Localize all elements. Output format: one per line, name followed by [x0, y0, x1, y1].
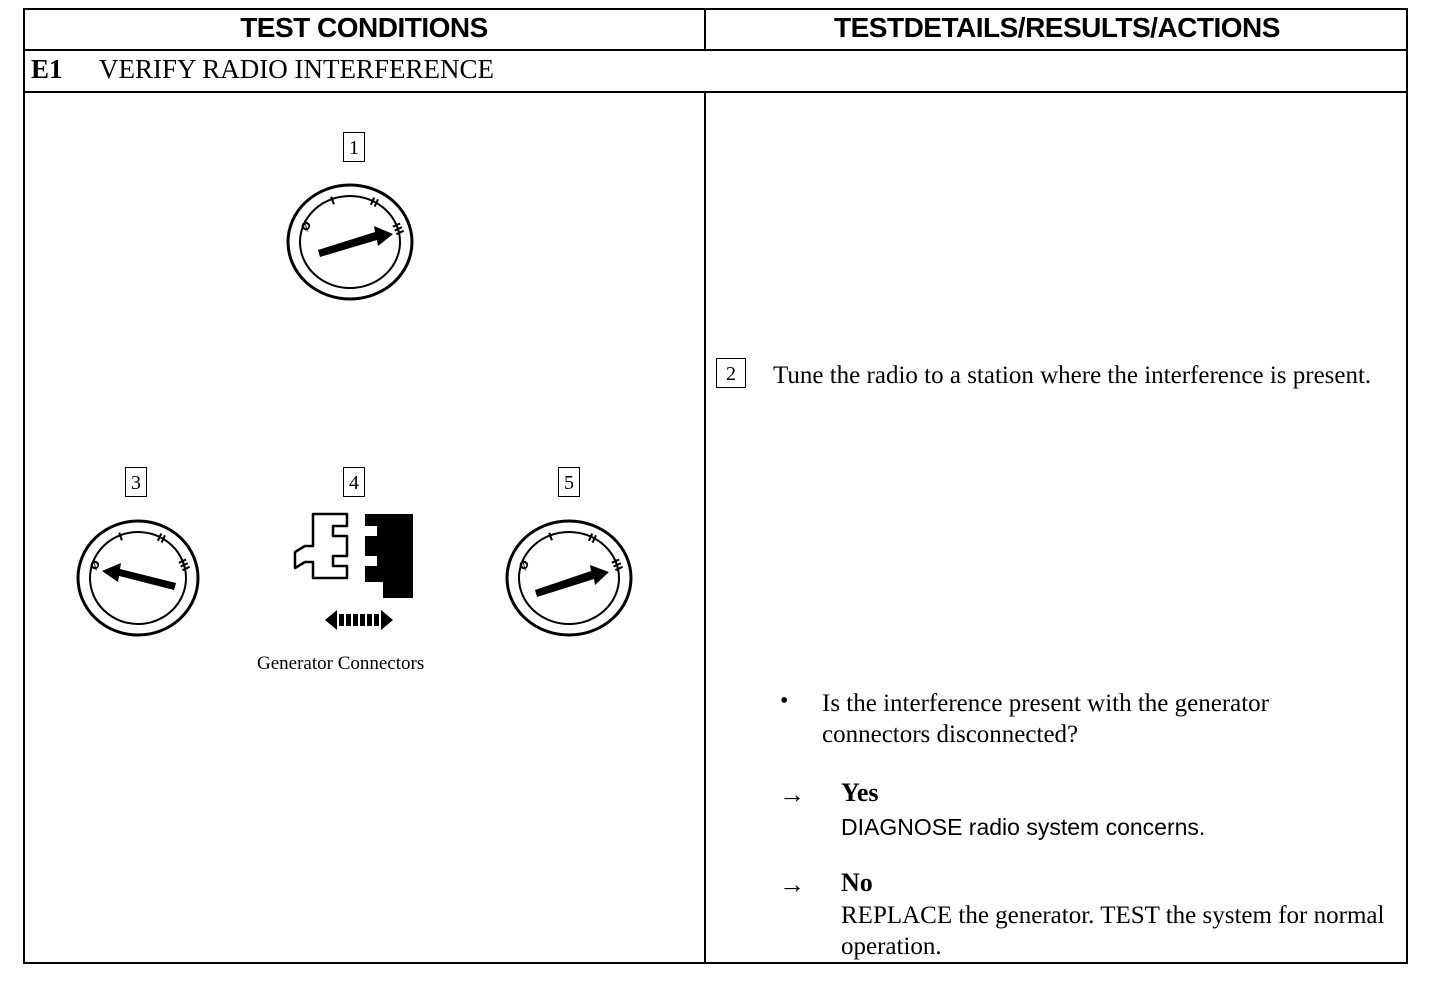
step-number-3: 3	[125, 467, 147, 497]
header-test-details: TESTDETAILS/RESULTS/ACTIONS	[834, 12, 1280, 43]
yes-label: Yes	[841, 778, 879, 807]
ignition-switch-run-icon: Ø I II III	[505, 519, 633, 637]
generator-connectors-caption: Generator Connectors	[257, 653, 425, 674]
step-number-2: 2	[716, 358, 746, 388]
bullet: •	[780, 688, 789, 714]
dial-label-two: II	[368, 195, 381, 210]
header-divider	[23, 49, 1408, 51]
step-number-1: 1	[343, 132, 365, 162]
dial-label-one: I	[329, 194, 337, 208]
test-title: VERIFY RADIO INTERFERENCE	[99, 54, 494, 84]
dial-label-three: III	[175, 557, 192, 574]
diagnostic-question: Is the interference present with the gen…	[822, 690, 1270, 748]
no-action: REPLACE the generator. TEST the system f…	[841, 902, 1385, 960]
header-test-conditions: TEST CONDITIONS	[240, 12, 488, 43]
dial-label-one: I	[117, 530, 125, 544]
test-id: E1	[31, 54, 63, 84]
title-divider	[23, 91, 1408, 93]
column-divider-top	[704, 8, 706, 51]
yes-arrow-icon: →	[779, 780, 805, 809]
dial-label-three: III	[389, 221, 406, 238]
column-divider	[704, 91, 706, 964]
dial-label-one: I	[547, 530, 555, 544]
yes-action: DIAGNOSE radio system concerns.	[841, 814, 1206, 840]
dial-label-two: II	[155, 531, 168, 546]
ignition-switch-off-icon: Ø I II III	[76, 519, 200, 637]
table-frame	[23, 8, 1408, 964]
generator-connectors-icon	[293, 512, 413, 630]
step-2-instruction: Tune the radio to a station where the in…	[773, 362, 1372, 389]
step-number-5: 5	[558, 467, 580, 497]
no-arrow-icon: →	[779, 870, 805, 899]
ignition-switch-run-icon: Ø I II III	[286, 183, 414, 301]
step-number-4: 4	[343, 467, 365, 497]
service-manual-page: TEST CONDITIONS TESTDETAILS/RESULTS/ACTI…	[23, 8, 1408, 964]
dial-label-three: III	[608, 557, 625, 574]
no-label: No	[841, 868, 873, 897]
